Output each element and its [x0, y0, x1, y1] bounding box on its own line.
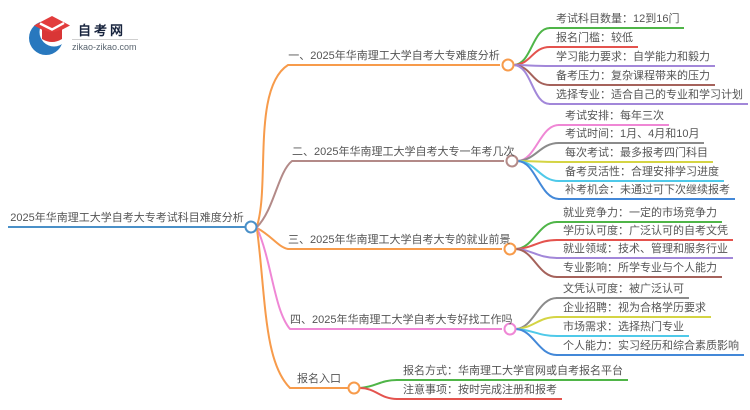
branch-node-3[interactable]: 三、2025年华南理工大学自考大专的就业前景	[288, 232, 510, 250]
connector-line	[517, 160, 560, 163]
leaf-node-1-5[interactable]: 选择专业：适合自己的专业和学习计划	[549, 88, 748, 105]
leaf-node-4-3[interactable]: 市场需求：选择热门专业	[556, 320, 689, 337]
leaf-node-4-2[interactable]: 企业招聘：视为合格学历要求	[556, 301, 711, 318]
connector-line	[515, 328, 558, 337]
leaf-node-2-5[interactable]: 补考机会：未通过可下次继续报考	[558, 183, 735, 200]
leaf-node-3-1[interactable]: 就业竞争力：一定的市场竞争力	[556, 206, 722, 223]
collapse-toggle-branch-3[interactable]	[503, 242, 517, 256]
connector-line	[513, 46, 551, 66]
leaf-node-2-1[interactable]: 考试安排：每年三次	[558, 109, 669, 126]
logo-divider	[72, 39, 138, 40]
leaf-node-2-4[interactable]: 备考灵活性：合理安排学习进度	[558, 165, 724, 182]
connector-line	[515, 316, 558, 330]
connector-line	[515, 221, 558, 250]
branch-node-1[interactable]: 一、2025年华南理工大学自考大专难度分析	[288, 48, 500, 66]
connector-line	[513, 64, 551, 86]
logo[interactable]: 自考网 zikao-zikao.com	[28, 12, 148, 58]
connector-line	[513, 27, 551, 66]
connector-line	[256, 64, 289, 227]
connector-line	[515, 297, 558, 330]
logo-domain: zikao-zikao.com	[72, 42, 137, 52]
connector-line	[515, 248, 558, 259]
connector-line	[517, 142, 560, 162]
collapse-toggle-branch-1[interactable]	[501, 58, 515, 72]
leaf-node-3-2[interactable]: 学历认可度：广泛认可的自考文凭	[556, 224, 733, 241]
connector-line	[359, 387, 398, 400]
root-node[interactable]: 2025年华南理工大学自考大专考试科目难度分析	[8, 210, 246, 228]
leaf-node-1-2[interactable]: 报名门槛：较低	[549, 31, 638, 48]
leaf-node-1-4[interactable]: 备考压力：复杂课程带来的压力	[549, 69, 715, 86]
branch-node-2[interactable]: 二、2025年华南理工大学自考大专一年考几次	[292, 144, 514, 162]
leaf-node-5-1[interactable]: 报名方式：华南理工大学官网或自考报名平台	[396, 364, 628, 381]
connector-line	[517, 160, 560, 182]
leaf-node-5-2[interactable]: 注意事项：按时完成注册和报考	[396, 383, 562, 400]
connector-line	[256, 228, 291, 389]
leaf-node-4-1[interactable]: 文凭认可度：被广泛认可	[556, 282, 689, 299]
zikao-logo-icon	[29, 16, 70, 55]
collapse-toggle-branch-5[interactable]	[347, 381, 361, 395]
leaf-node-3-3[interactable]: 就业领域：技术、管理和服务行业	[556, 242, 733, 259]
collapse-toggle-branch-4[interactable]	[503, 322, 517, 336]
branch-node-5[interactable]: 报名入口	[290, 371, 348, 389]
leaf-node-1-3[interactable]: 学习能力要求：自学能力和毅力	[549, 50, 715, 67]
connector-line	[515, 239, 558, 250]
connector-line	[513, 64, 551, 67]
connector-line	[517, 160, 560, 200]
leaf-node-1-1[interactable]: 考试科目数量：12到16门	[549, 12, 685, 29]
collapse-toggle-root[interactable]	[244, 220, 258, 234]
leaf-node-2-2[interactable]: 考试时间：1月、4月和10月	[558, 127, 705, 144]
connector-line	[359, 379, 398, 389]
connector-line	[256, 160, 293, 228]
logo-title: 自考网	[78, 23, 127, 38]
connector-line	[256, 227, 289, 250]
connector-line	[513, 64, 551, 105]
collapse-toggle-branch-2[interactable]	[505, 154, 519, 168]
connector-line	[517, 124, 560, 162]
leaf-node-4-4[interactable]: 个人能力：实习经历和综合素质影响	[556, 339, 744, 356]
leaf-node-2-3[interactable]: 每次考试：最多报考四门科目	[558, 146, 713, 163]
branch-node-4[interactable]: 四、2025年华南理工大学自考大专好找工作吗	[290, 312, 512, 330]
connector-line	[515, 328, 558, 356]
connector-line	[515, 248, 558, 278]
leaf-node-3-4[interactable]: 专业影响：所学专业与个人能力	[556, 261, 722, 278]
connector-line	[256, 227, 291, 330]
